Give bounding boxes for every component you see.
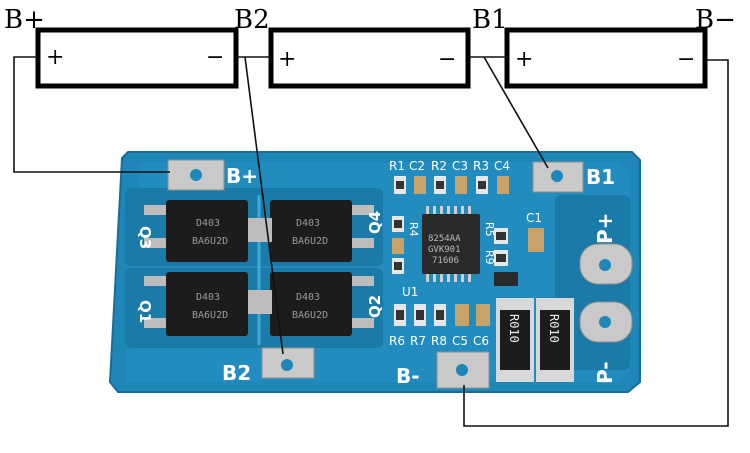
battery-cell-2 (268, 27, 471, 89)
pad-pplus-hole (599, 259, 611, 271)
silk-pplus: P+ (593, 213, 617, 244)
silk-c3: C3 (452, 159, 468, 173)
pad-bplus-hole (190, 169, 202, 181)
smd-bottom-row (394, 304, 490, 326)
silk-bplus: B+ (226, 164, 258, 188)
q1-part: BA6U2D (192, 310, 228, 321)
silk-pminus: P- (593, 361, 617, 384)
terminal-bplus-label: B+ (4, 5, 45, 35)
wire-b2 (244, 56, 284, 355)
silk-r9: R9 (483, 250, 496, 265)
wiring (13, 56, 729, 427)
silk-c1: C1 (526, 211, 542, 225)
silk-c4: C4 (494, 159, 510, 173)
terminal-b2-label: B2 (234, 5, 270, 35)
q3-part: BA6U2D (192, 236, 228, 247)
silk-r2: R2 (431, 159, 447, 173)
wire-bplus (13, 56, 170, 173)
pad-b1-hole (551, 170, 563, 182)
silk-r4: R4 (407, 222, 420, 237)
silk-c2: C2 (409, 159, 425, 173)
silk-u1: U1 (402, 285, 418, 299)
cell-3-plus: + (515, 47, 533, 72)
q4-brand: D403 (296, 218, 320, 229)
silk-r8: R8 (431, 334, 447, 348)
pad-pminus-hole (599, 316, 611, 328)
cell-2-plus: + (278, 47, 296, 72)
terminal-bminus-label: B− (695, 5, 736, 35)
sense-resistor-2: R010 (536, 298, 574, 382)
cell-1-minus: − (206, 45, 224, 70)
q3-brand: D403 (196, 218, 220, 229)
mosfet-q1: D403 BA6U2D (144, 272, 260, 336)
resistor-2-marking: R010 (547, 314, 561, 343)
silk-r5: R5 (483, 222, 496, 237)
resistor-1-marking: R010 (507, 314, 521, 343)
q2-part: BA6U2D (292, 310, 328, 321)
silk-r3: R3 (473, 159, 489, 173)
silk-q4: Q4 (366, 211, 384, 234)
terminal-b1-label: B1 (472, 5, 508, 35)
chip-line-2: GVK901 (428, 245, 461, 255)
mosfet-q2: D403 BA6U2D (260, 272, 374, 336)
silk-r6: R6 (389, 334, 405, 348)
pcb-board: B+ B1 B2 B- P+ P- D403 BA6U2D D403 BA6U2… (108, 151, 641, 393)
mosfet-q3: D403 BA6U2D (144, 200, 260, 262)
silk-r1: R1 (389, 159, 405, 173)
smd-top-row (394, 176, 509, 194)
silk-c6: C6 (473, 334, 489, 348)
battery-cell-3 (504, 27, 708, 89)
q2-brand: D403 (296, 292, 320, 303)
silk-b1: B1 (586, 165, 615, 189)
silk-c5: C5 (452, 334, 468, 348)
chip-line-3: 71606 (432, 256, 459, 266)
battery-cell-1 (35, 27, 239, 89)
smd-side-parts (392, 216, 544, 286)
chip-line-1: 8254AA (428, 234, 461, 244)
wire-bminus (463, 59, 729, 427)
silk-q2: Q2 (366, 295, 384, 318)
q1-brand: D403 (196, 292, 220, 303)
q4-part: BA6U2D (292, 236, 328, 247)
silk-q1: Q1 (136, 300, 154, 323)
wire-b1 (483, 56, 549, 169)
silk-q3: Q3 (136, 226, 154, 249)
battery-cells: + − + − + − (35, 27, 708, 89)
silk-b2: B2 (222, 361, 251, 385)
pad-b2-hole (281, 359, 293, 371)
mosfet-q4: D403 BA6U2D (260, 200, 374, 262)
chip-u1: 8254AA GVK901 71606 (422, 206, 480, 282)
pad-bminus-hole (456, 364, 468, 376)
cell-2-minus: − (438, 47, 456, 72)
cell-3-minus: − (677, 47, 695, 72)
silk-r7: R7 (410, 334, 426, 348)
silk-bminus: B- (396, 364, 420, 388)
cell-1-plus: + (46, 45, 64, 70)
sense-resistor-1: R010 (496, 298, 534, 382)
